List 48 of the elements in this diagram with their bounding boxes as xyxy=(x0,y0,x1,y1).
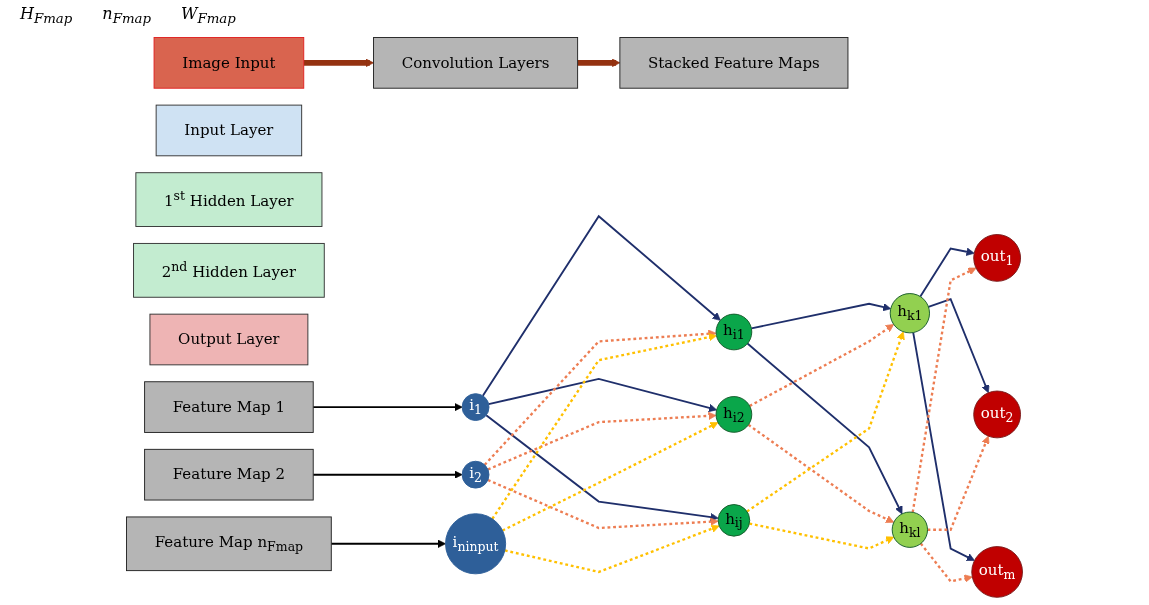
arrow xyxy=(504,524,720,574)
node-circle: out$_{1}$ xyxy=(973,234,1021,282)
node-circle: i$_{ninput}$ xyxy=(445,513,507,575)
node-box: Feature Map 1 xyxy=(144,381,314,434)
arrow xyxy=(312,470,463,479)
node-circle: out$_{m}$ xyxy=(971,546,1023,598)
arrow xyxy=(750,303,892,330)
arrow xyxy=(481,214,721,397)
arrow xyxy=(487,411,717,471)
node-circle: h$_{i2}$ xyxy=(715,396,753,433)
node-circle: i$_{2}$ xyxy=(461,460,490,489)
arrow xyxy=(485,414,719,522)
arrow xyxy=(483,329,717,466)
arrow xyxy=(330,539,446,549)
arrow xyxy=(747,424,895,524)
node-circle: h$_{i1}$ xyxy=(715,313,753,351)
node-box: Convolution Layers xyxy=(373,37,579,89)
node-box: Stacked Feature Maps xyxy=(619,37,849,89)
arrow xyxy=(919,543,973,583)
arrow xyxy=(487,479,719,530)
arrow xyxy=(749,324,895,408)
node-box: Input Layer xyxy=(155,104,303,157)
node-circle: out$_{2}$ xyxy=(973,390,1021,439)
node-box: Image Input xyxy=(153,37,305,89)
arrow xyxy=(491,333,717,520)
dimension-label: H$_{Fmap}$ xyxy=(20,4,73,27)
arrow xyxy=(912,331,975,562)
node-circle: i$_{1}$ xyxy=(461,393,490,422)
arrow xyxy=(502,422,719,532)
dimension-label: n$_{Fmap}$ xyxy=(102,4,151,27)
arrow xyxy=(487,378,717,413)
arrow xyxy=(749,522,895,550)
arrow xyxy=(577,58,621,68)
node-box: Feature Map n$_{Fmap}$ xyxy=(126,516,332,572)
dimension-label: W$_{Fmap}$ xyxy=(181,4,236,27)
arrow xyxy=(919,247,975,298)
arrow xyxy=(312,403,463,412)
node-circle: h$_{ij}$ xyxy=(717,504,751,537)
node-box: 2$^{nd}$ Hidden Layer xyxy=(133,243,325,298)
node-circle: h$_{k1}$ xyxy=(889,293,930,334)
node-box: 1$^{st}$ Hidden Layer xyxy=(135,172,323,228)
arrow xyxy=(927,435,990,532)
arrow xyxy=(911,267,977,513)
arrow xyxy=(303,58,374,68)
node-box: Output Layer xyxy=(149,313,309,366)
arrow xyxy=(927,298,990,394)
node-circle: h$_{kl}$ xyxy=(891,511,928,549)
node-box: Feature Map 2 xyxy=(144,449,314,501)
